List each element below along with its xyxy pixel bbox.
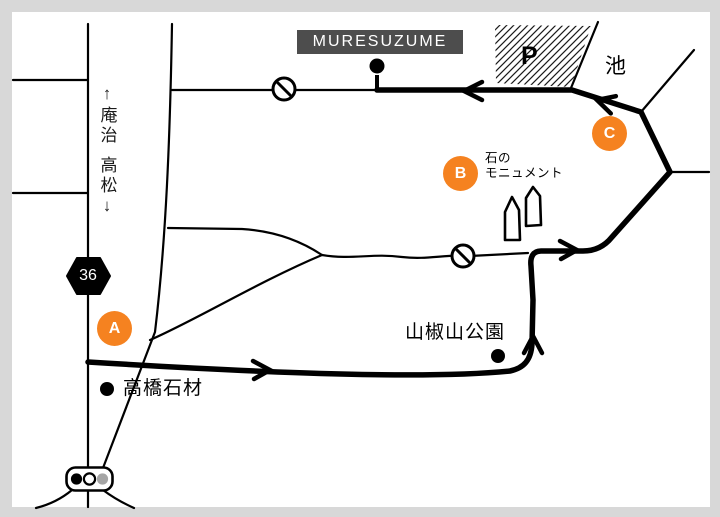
road-below-signal-left	[34, 488, 74, 510]
road-branch-lower	[148, 253, 324, 342]
road-direction-label: ↑庵治 高松↓	[94, 84, 120, 218]
marker-a-badge: A	[97, 311, 132, 346]
no-entry-sign-middle	[450, 243, 476, 269]
monument-label-line1: 石の	[485, 151, 512, 165]
route-arrow-west-top	[458, 79, 485, 103]
route-36-badge	[66, 257, 111, 295]
road-branch-upper	[166, 226, 324, 257]
route-arrow-east-middle	[557, 238, 582, 262]
road-below-signal-right	[101, 488, 136, 510]
stone-shop-label: 高橋石材	[123, 378, 204, 399]
pond-label: 池	[605, 55, 626, 78]
traffic-light-icon	[65, 466, 114, 492]
no-entry-icon	[275, 80, 293, 98]
road-vertical-second	[101, 22, 174, 470]
route-arrows	[250, 79, 619, 382]
route-arrow-northwest	[592, 93, 619, 116]
monument-label: 石の モニュメント	[485, 151, 563, 181]
direction-up-label: ↑庵治	[97, 84, 117, 146]
poi-dot-park	[491, 349, 505, 363]
monument-label-line2: モニュメント	[485, 166, 564, 180]
road-to-pond	[639, 48, 696, 114]
route-arrow-north	[521, 331, 545, 356]
park-label: 山椒山公園	[405, 322, 506, 343]
poi-dot-muresuzume	[369, 58, 385, 74]
poi-dot-takahashi	[100, 382, 114, 396]
route-arrow-east-bottom	[250, 358, 275, 382]
no-entry-sign-top	[271, 76, 297, 102]
route-main	[85, 87, 673, 378]
direction-down-label: 高松↓	[97, 156, 117, 218]
parking-label: P	[521, 42, 538, 70]
marker-c-badge: C	[592, 116, 627, 151]
route-36-number: 36	[79, 267, 97, 284]
monument-icon	[503, 195, 522, 242]
destination-title: MURESUZUME	[297, 30, 463, 54]
parking-area-hatch	[495, 25, 591, 87]
monument-icons	[503, 185, 543, 242]
road-parking-edge	[569, 20, 600, 90]
no-entry-icon	[454, 247, 472, 265]
marker-b-badge: B	[443, 156, 478, 191]
monument-icon	[524, 185, 543, 228]
